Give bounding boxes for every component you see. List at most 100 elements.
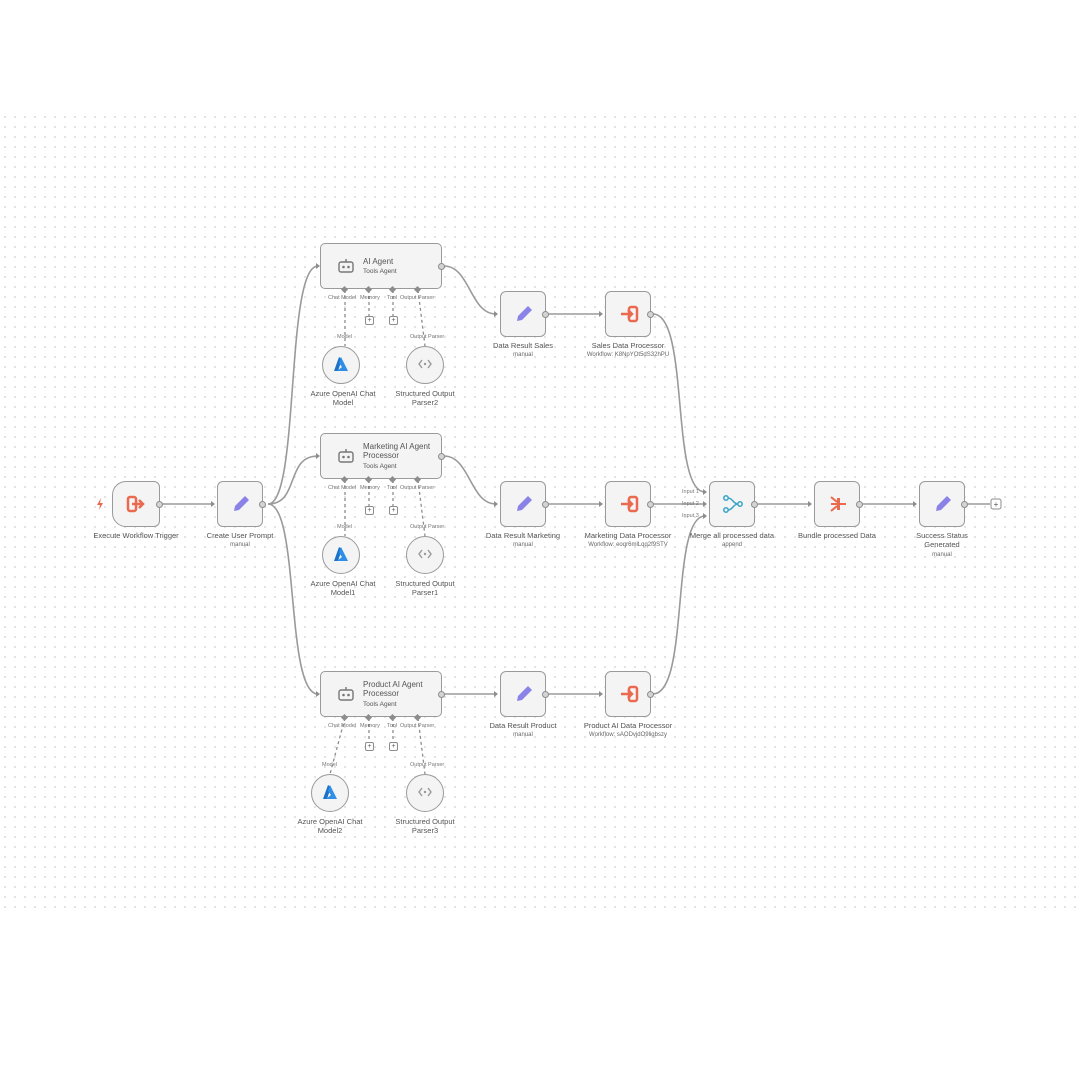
memory-port-label: Memory: [360, 723, 380, 729]
pencil-icon: [231, 494, 251, 519]
wire-agent1-set1: [443, 265, 497, 315]
structured-output-parser-node[interactable]: [406, 346, 444, 384]
wire-exec3-merge: [652, 515, 706, 695]
output-parser-label: Output Parser: [410, 524, 445, 530]
code-brackets-icon: [418, 357, 432, 376]
code-brackets-icon: [418, 547, 432, 566]
agent-subtitle: Tools Agent: [363, 268, 397, 275]
output-parser-label: Output Parser: [410, 762, 445, 768]
output-port[interactable]: [438, 263, 445, 270]
add-tool-button[interactable]: +: [389, 742, 398, 751]
tool-port-label: Tool: [387, 295, 398, 301]
bundle-processed-data-node[interactable]: [814, 481, 863, 527]
model1-label: Azure OpenAI Chat Model: [310, 389, 376, 407]
code-brackets-icon: [418, 785, 432, 804]
exec2-label: Marketing Data Processor: [584, 531, 672, 540]
memory-port-label: Memory: [360, 485, 380, 491]
marketing-ai-agent-node[interactable]: Marketing AI Agent Processor Tools Agent: [320, 433, 445, 479]
azure-logo-icon: [322, 784, 338, 805]
set2-sub: manual: [513, 542, 533, 548]
model3-label: Azure OpenAI Chat Model2: [297, 817, 363, 835]
success-label: Success Status Generated: [916, 531, 968, 549]
success-status-generated-node[interactable]: [919, 481, 968, 527]
execute-workflow-trigger-node[interactable]: [112, 481, 163, 527]
sales-data-processor-node[interactable]: [605, 291, 654, 337]
azure-openai-chat-model1-node[interactable]: [322, 536, 360, 574]
model2-label: Azure OpenAI Chat Model1: [310, 579, 376, 597]
product-ai-data-processor-node[interactable]: [605, 671, 654, 717]
trigger-label: Execute Workflow Trigger: [93, 531, 179, 540]
parser1-label: Structured Output Parser2: [395, 389, 455, 407]
agent-title: Marketing AI Agent Processor: [363, 442, 431, 460]
pencil-icon: [514, 494, 534, 519]
exec1-label: Sales Data Processor: [591, 341, 665, 350]
wire-agent2-set2: [443, 455, 497, 505]
add-memory-button[interactable]: +: [365, 506, 374, 515]
output-port[interactable]: [438, 453, 445, 460]
add-memory-button[interactable]: +: [365, 742, 374, 751]
merge-label: Merge all processed data: [689, 531, 775, 540]
azure-openai-chat-model2-node[interactable]: [311, 774, 349, 812]
output-port[interactable]: [438, 691, 445, 698]
sign-in-icon: [619, 494, 639, 519]
data-result-sales-node[interactable]: [500, 291, 549, 337]
set3-label: Data Result Product: [489, 721, 557, 730]
pencil-icon: [514, 684, 534, 709]
chat-model-port-label: Chat Model: [328, 723, 357, 729]
structured-output-parser1-node[interactable]: [406, 536, 444, 574]
model-label: Model: [322, 762, 337, 768]
chat-model-port-label: Chat Model: [328, 295, 357, 301]
bundle-icon: [828, 494, 848, 519]
output-parser-label: Output Parser: [410, 334, 445, 340]
output-port[interactable]: [156, 501, 163, 508]
exec3-label: Product AI Data Processor: [583, 721, 673, 730]
azure-logo-icon: [333, 356, 349, 377]
memory-port-label: Memory: [360, 295, 380, 301]
create-user-prompt-node[interactable]: [217, 481, 266, 527]
merge-input-2-label: Input 2: [682, 501, 699, 507]
set2-label: Data Result Marketing: [485, 531, 561, 540]
add-tool-button[interactable]: +: [389, 316, 398, 325]
add-tool-button[interactable]: +: [389, 506, 398, 515]
agent-title: Product AI Agent Processor: [363, 680, 423, 698]
parser2-label: Structured Output Parser1: [395, 579, 455, 597]
output-port[interactable]: [542, 311, 549, 318]
wire-prompt-agent3: [267, 503, 319, 695]
output-port[interactable]: [647, 501, 654, 508]
agent-subtitle: Tools Agent: [363, 463, 397, 470]
output-port[interactable]: [647, 691, 654, 698]
add-memory-button[interactable]: +: [365, 316, 374, 325]
exec2-sub: Workflow: eoqr6mlLqq2f9STV: [588, 542, 668, 548]
sign-in-icon: [126, 494, 146, 519]
output-port[interactable]: [542, 501, 549, 508]
data-result-product-node[interactable]: [500, 671, 549, 717]
output-port[interactable]: [856, 501, 863, 508]
svg-text:+: +: [994, 500, 999, 509]
output-port[interactable]: [961, 501, 968, 508]
merge-all-processed-data-node[interactable]: [709, 481, 758, 527]
structured-output-parser3-node[interactable]: [406, 774, 444, 812]
success-sub: manual: [932, 552, 952, 558]
output-port[interactable]: [751, 501, 758, 508]
create-prompt-sub: manual: [230, 542, 250, 548]
set3-sub: manual: [513, 732, 533, 738]
wire-exec1-merge: [652, 313, 706, 493]
output-port[interactable]: [542, 691, 549, 698]
bundle-label: Bundle processed Data: [798, 531, 876, 540]
merge-input-3-label: Input 3: [682, 513, 699, 519]
azure-openai-chat-model-node[interactable]: [322, 346, 360, 384]
marketing-data-processor-node[interactable]: [605, 481, 654, 527]
wire-prompt-agent1: [267, 265, 319, 505]
output-port[interactable]: [647, 311, 654, 318]
add-node-button: [990, 498, 1002, 510]
agent-subtitle: Tools Agent: [363, 701, 397, 708]
output-port[interactable]: [259, 501, 266, 508]
product-ai-agent-node[interactable]: Product AI Agent Processor Tools Agent: [320, 671, 445, 717]
merge-input-1-label: Input 1: [682, 489, 699, 495]
pencil-icon: [514, 304, 534, 329]
robot-icon: [337, 258, 355, 279]
ai-agent-node[interactable]: AI Agent Tools Agent: [320, 243, 445, 289]
data-result-marketing-node[interactable]: [500, 481, 549, 527]
